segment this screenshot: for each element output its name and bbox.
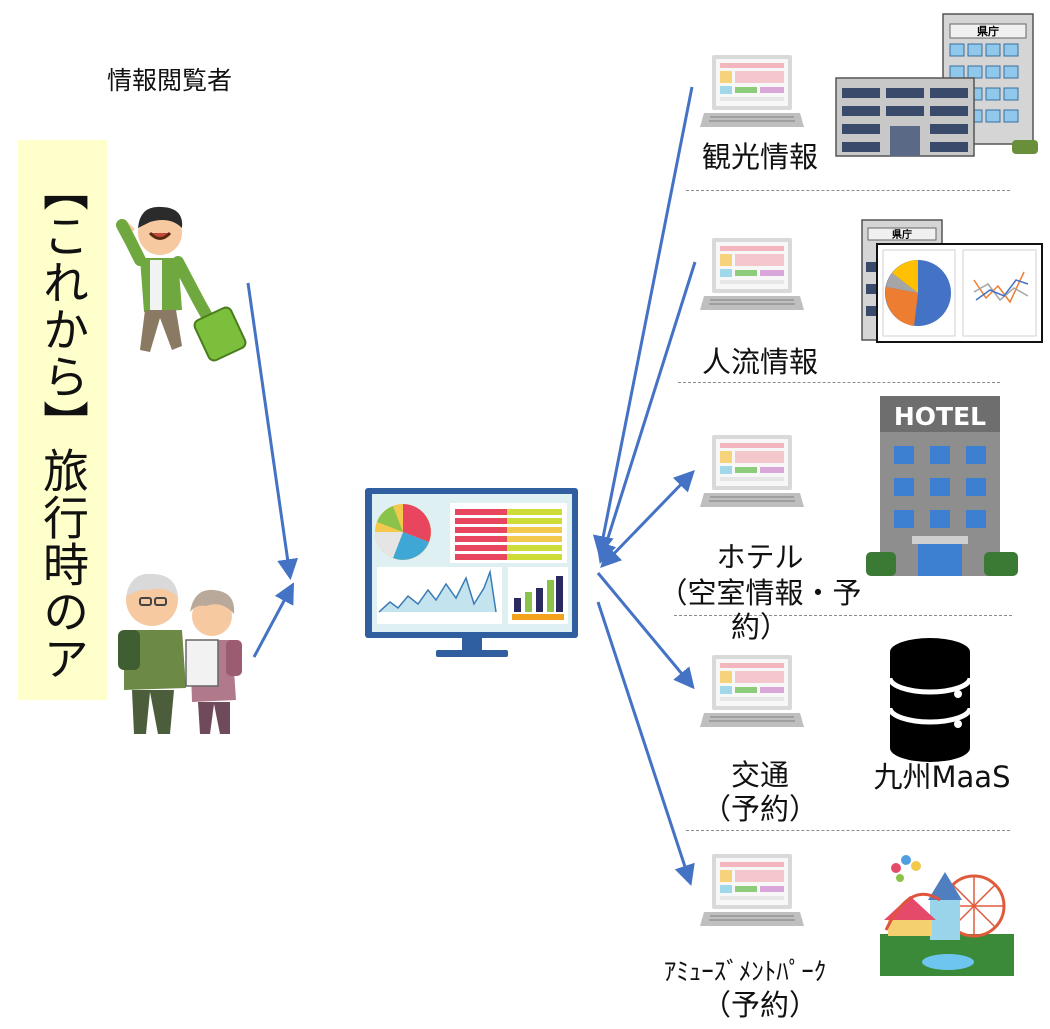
- laptop-icon-flow: [699, 237, 805, 311]
- arrow-hotel-bidirectional: [600, 469, 695, 569]
- prefectural-office-icon: 県庁: [835, 13, 1038, 157]
- building-sign-flow: 県庁: [892, 228, 912, 241]
- prefectural-office-icon-flow: 県庁: [861, 219, 1043, 343]
- hotel-sign: HOTEL: [894, 402, 986, 431]
- laptop-icon-hotel: [699, 434, 805, 508]
- arrow-dashboard-to-transport: [596, 572, 695, 690]
- service-sub-amusement: （予約）: [701, 988, 818, 1022]
- service-label-tourism: 観光情報: [701, 140, 818, 174]
- line-chart-icon: [973, 271, 1029, 304]
- elderly-couple-icon: [118, 573, 242, 734]
- separator: [674, 615, 1012, 616]
- arrow-traveler-to-dashboard: [246, 282, 299, 581]
- hotel-icon: HOTEL: [866, 396, 1018, 576]
- dashboard-monitor-icon: [365, 488, 578, 657]
- service-sub-transport: （予約）: [701, 792, 818, 826]
- separator: [686, 830, 1010, 831]
- separator: [686, 190, 1010, 191]
- pie-chart-icon: [885, 260, 951, 326]
- building-sign-tourism: 県庁: [977, 24, 999, 38]
- service-label-flow: 人流情報: [701, 345, 818, 379]
- database-icon: [887, 638, 973, 762]
- vertical-banner-text: 【これから】旅行時のアクション: [0, 164, 90, 682]
- amusement-park-icon: [880, 855, 1014, 976]
- arrow-elderly-to-dashboard: [252, 582, 294, 658]
- arrow-dashboard-to-amusement: [596, 601, 695, 886]
- separator: [678, 382, 1000, 383]
- vertical-banner: 【これから】旅行時のアクション: [0, 140, 107, 700]
- service-sub-hotel: （空室情報・予約）: [658, 576, 862, 644]
- traveler-icon: [116, 206, 247, 362]
- service-label-amusement: ｱﾐｭｰｽﾞﾒﾝﾄﾊﾟｰｸ: [663, 957, 827, 986]
- laptop-icon-amusement: [699, 853, 805, 927]
- maas-label: 九州MaaS: [873, 760, 1011, 794]
- laptop-icon-transport: [699, 654, 805, 728]
- viewer-label: 情報閲覧者: [107, 66, 233, 95]
- laptop-icon-tourism: [699, 54, 805, 128]
- flow-arrows: [246, 86, 697, 886]
- service-label-transport: 交通: [730, 758, 789, 792]
- service-label-hotel: ホテル: [716, 540, 804, 574]
